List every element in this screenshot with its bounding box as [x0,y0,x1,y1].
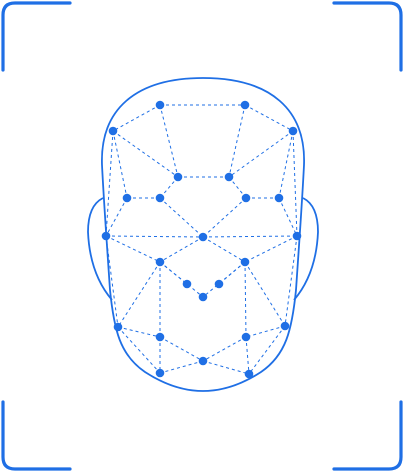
mesh-link [202,336,247,362]
mesh-link [159,176,179,199]
mesh-link [228,176,247,199]
mesh-link [117,326,161,374]
mesh-link [202,197,247,238]
mesh-link [278,197,298,237]
mesh-link [159,261,204,298]
mesh-link [105,130,114,237]
landmark-point [198,232,208,242]
mesh-link [278,130,294,199]
mesh-link [218,261,246,285]
mesh-link [105,197,128,237]
landmark-point [224,172,234,182]
mesh-link [159,236,204,263]
landmark-point [288,126,298,136]
landmark-point [155,100,165,110]
landmark-point [113,322,123,332]
left-ear [87,197,113,301]
landmark-point [155,257,165,267]
head-outline [101,77,305,392]
landmark-point [280,321,290,331]
mesh-link [248,325,286,375]
mesh-link [159,360,204,374]
landmark-point [108,126,118,136]
mesh-link [245,336,250,375]
mesh-link [244,104,294,132]
landmark-point [155,368,165,378]
landmark-point [173,172,183,182]
mesh-link [228,130,294,178]
mesh-link [159,336,204,362]
right-ear [293,197,319,301]
landmark-point [182,279,192,289]
mesh-link [244,261,286,327]
landmark-point [122,193,132,203]
mesh-link [159,261,188,285]
landmark-point [240,100,250,110]
mesh-link [117,261,161,328]
landmark-point [292,231,302,241]
landmark-point [101,231,111,241]
landmark-point [240,257,250,267]
landmark-point [274,193,284,203]
mesh-link [202,235,298,238]
frame-corner-top-right [332,1,403,72]
landmark-point [241,193,251,203]
landmark-points [101,100,302,379]
mesh-link [202,236,246,263]
mesh-link [244,261,247,338]
landmark-point [155,193,165,203]
mesh-link [117,326,161,338]
landmark-point [198,356,208,366]
frame-corner-bottom-left [1,400,72,471]
mesh-link [112,130,128,199]
mesh-link [105,235,161,263]
landmark-point [214,279,224,289]
mesh-link [112,130,179,178]
mesh-link [244,235,298,263]
face-outline-icon [87,77,319,392]
mesh-link [292,130,298,237]
landmark-point [244,369,254,379]
landmark-point [241,332,251,342]
frame-corner-bottom-right [332,400,403,471]
mesh-link [112,104,161,132]
mesh-link [284,235,298,327]
mesh-link [202,360,250,375]
face-landmark-mesh-icon [105,104,298,375]
mesh-link [159,197,204,238]
landmark-point [155,332,165,342]
mesh-link [245,325,286,338]
mesh-link [105,235,119,328]
mesh-link [202,261,246,298]
landmark-point [198,292,208,302]
mesh-link [228,104,246,178]
mesh-link [159,104,179,178]
frame-corner-top-left [1,1,72,72]
mesh-link [105,235,204,238]
